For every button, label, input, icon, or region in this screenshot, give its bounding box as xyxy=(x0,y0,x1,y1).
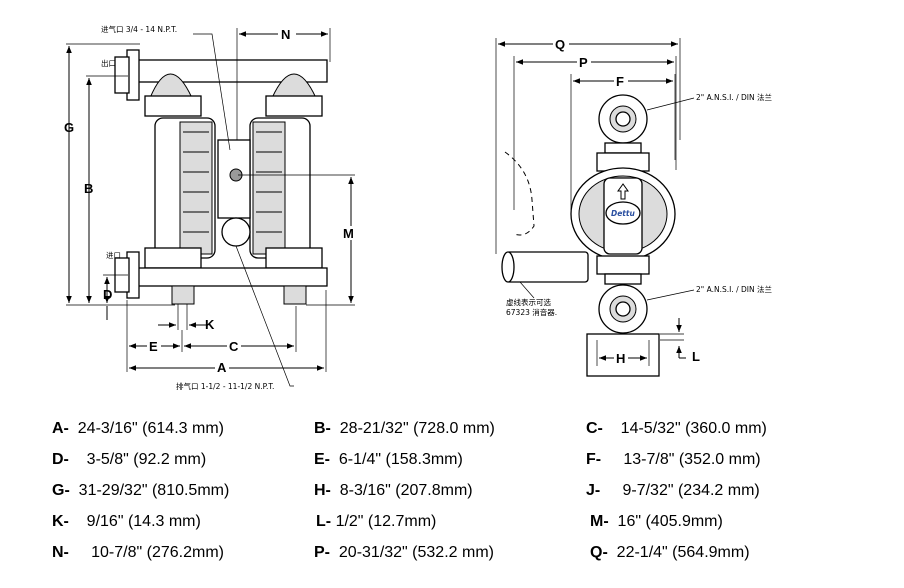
dim-row-e: E- 6-1/4" (158.3mm) xyxy=(314,451,463,468)
front-view xyxy=(114,49,328,305)
dim-row-f: F- 13-7/8" (352.0 mm) xyxy=(586,451,761,468)
dim-e-label: E xyxy=(149,339,158,354)
dim-row-b: B- 28-21/32" (728.0 mm) xyxy=(314,420,495,437)
left-foot xyxy=(171,285,195,305)
flange-top-callout: 2" A.N.S.I. / DIN 法兰 xyxy=(696,92,772,102)
dim-h-label: H xyxy=(616,351,625,366)
exhaust-port xyxy=(221,217,251,247)
front-dimensions: G B D N M K E C xyxy=(64,24,358,391)
exhaust-callout: 排气口 1-1/2 - 11-1/2 N.P.T. xyxy=(176,381,274,391)
dim-row-h: H- 8-3/16" (207.8mm) xyxy=(314,482,473,499)
dim-row-k: K- 9/16" (14.3 mm) xyxy=(52,513,201,530)
dim-l-label: L xyxy=(692,349,700,364)
pump-dimension-drawing: G B D N M K E C xyxy=(64,24,772,391)
dim-p-label: P xyxy=(579,55,588,70)
dim-q-label: Q xyxy=(555,37,565,52)
muffler-outline xyxy=(504,151,535,236)
right-foot xyxy=(283,285,307,305)
dim-row-c: C- 14-5/32" (360.0 mm) xyxy=(586,420,767,437)
dim-row-j: J- 9-7/32" (234.2 mm) xyxy=(586,482,760,499)
side-view: Dettu xyxy=(501,94,676,377)
muffler-callout-2: 67323 消音器. xyxy=(506,307,557,317)
dim-b-label: B xyxy=(84,181,93,196)
muffler-callout-1: 虚线表示可选 xyxy=(506,297,551,307)
inlet-callout: 进口 xyxy=(106,251,121,260)
inlet-air-callout: 进气口 3/4 - 14 N.P.T. xyxy=(101,24,177,34)
dim-row-a: A- 24-3/16" (614.3 mm) xyxy=(52,420,224,437)
flange-bottom-callout: 2" A.N.S.I. / DIN 法兰 xyxy=(696,284,772,294)
flow-arrow-icon xyxy=(617,183,629,200)
dim-g-label: G xyxy=(64,120,74,135)
dim-k-label: K xyxy=(205,317,215,332)
bottom-manifold xyxy=(136,267,328,287)
outlet-flange-face xyxy=(114,56,130,94)
side-dimensions: Q P F H L 2" A.N.S.I. / DIN 法兰 2" A.N.S.… xyxy=(495,36,772,366)
dim-row-m: M- 16" (405.9mm) xyxy=(590,513,723,530)
dim-m-label: M xyxy=(343,226,354,241)
right-top-valve xyxy=(265,95,323,117)
muffler-pipe xyxy=(505,251,589,283)
dim-a-label: A xyxy=(217,360,227,375)
dim-d-label: D xyxy=(103,287,112,302)
right-diaphragm xyxy=(252,121,286,255)
dim-row-d: D- 3-5/8" (92.2 mm) xyxy=(52,451,207,468)
dim-c-label: C xyxy=(229,339,239,354)
left-diaphragm xyxy=(179,121,213,255)
dim-row-g: G- 31-29/32" (810.5mm) xyxy=(52,482,230,499)
dim-row-l: L- 1/2" (12.7mm) xyxy=(316,513,437,530)
dim-f-label: F xyxy=(616,74,624,89)
right-bottom-valve xyxy=(265,247,323,269)
dim-row-n: N- 10-7/8" (276.2mm) xyxy=(52,544,224,561)
left-bottom-valve xyxy=(144,247,202,269)
dim-n-label: N xyxy=(281,27,290,42)
dim-row-q: Q- 22-1/4" (564.9mm) xyxy=(590,544,750,561)
logo: Dettu xyxy=(611,209,635,218)
outlet-callout: 出口 xyxy=(101,58,116,68)
left-top-valve xyxy=(144,95,202,117)
bottom-manifold-side xyxy=(596,255,650,275)
dim-row-p: P- 20-31/32" (532.2 mm) xyxy=(314,544,494,561)
